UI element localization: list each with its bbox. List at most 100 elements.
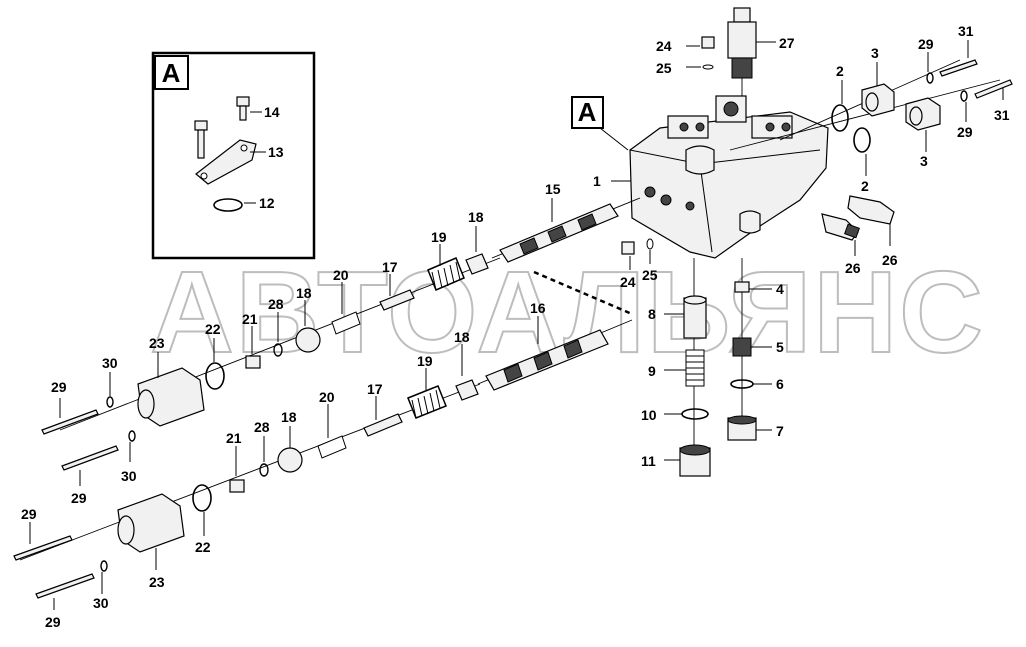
callout-3-upper: 3 <box>871 45 879 61</box>
callout-30-b: 30 <box>121 468 137 484</box>
callout-31-upper: 31 <box>958 23 974 39</box>
o-ring-22-upper: 22 <box>205 321 225 390</box>
callout-21-lower: 21 <box>226 430 242 446</box>
callout-23-upper: 23 <box>149 335 165 351</box>
callout-17-upper: 17 <box>382 259 398 275</box>
callout-27: 27 <box>779 35 795 51</box>
bolt-31-upper: 31 <box>939 23 978 77</box>
callout-30-c: 30 <box>93 595 109 611</box>
callout-11: 11 <box>641 453 656 469</box>
washer-18-lower: 18 <box>454 329 479 401</box>
callout-25-top: 25 <box>656 60 672 76</box>
callout-10: 10 <box>641 407 657 423</box>
callout-5: 5 <box>776 339 784 355</box>
callout-29-d: 29 <box>45 614 61 630</box>
view-marker-letter: A <box>578 97 597 127</box>
sleeve-8: 8 <box>648 295 707 339</box>
spring-20-upper: 20 <box>331 267 361 335</box>
washer-29-upper-right: 29 <box>918 36 934 84</box>
callout-6: 6 <box>776 376 784 392</box>
callout-22-lower: 22 <box>195 539 211 555</box>
callout-30-a: 30 <box>102 355 118 371</box>
callout-2-lower: 2 <box>861 178 869 194</box>
bolt-29-c: 29 <box>13 506 73 561</box>
callout-20-lower: 20 <box>319 389 335 405</box>
o-ring-10: 10 <box>641 407 709 423</box>
washer-29-lower-right: 29 <box>957 90 973 140</box>
bolt-left <box>194 120 208 159</box>
washer-18-lower-left: 18 <box>277 409 303 473</box>
callout-26-left: 26 <box>845 260 861 276</box>
callout-1: 1 <box>593 173 601 189</box>
washer-18-upper-left: 18 <box>295 285 321 353</box>
callout-21-upper: 21 <box>242 311 258 327</box>
callout-25-side: 25 <box>642 267 658 283</box>
plug-24-top: 24 <box>656 36 715 54</box>
callout-4: 4 <box>776 281 784 297</box>
washer-30-c: 30 <box>93 560 109 611</box>
callout-18-lower-left: 18 <box>281 409 297 425</box>
callout-29-lower-right: 29 <box>957 124 973 140</box>
view-marker-a: A <box>571 96 629 151</box>
spring-9: 9 <box>648 349 705 387</box>
plug-4: 4 <box>734 281 784 297</box>
plug-21-lower: 21 <box>226 430 245 493</box>
spring-19-lower: 19 <box>407 353 447 419</box>
callout-9: 9 <box>648 363 656 379</box>
plug-24-side: 24 25 <box>620 238 658 290</box>
end-cap-3-lower: 3 <box>905 97 941 169</box>
callout-22-upper: 22 <box>205 321 221 337</box>
valve-cartridge-27: 27 <box>727 7 795 96</box>
callout-26-right: 26 <box>882 252 898 268</box>
callout-8: 8 <box>648 306 656 322</box>
washer-30-b: 30 <box>121 430 137 484</box>
spring-5: 5 <box>732 337 784 357</box>
washer-25-top: 25 <box>656 60 714 76</box>
o-ring-22-lower: 22 <box>192 484 212 555</box>
callout-29-upper-right: 29 <box>918 36 934 52</box>
callout-24-top: 24 <box>656 38 672 54</box>
o-ring-12 <box>213 198 243 212</box>
o-ring-2-upper: 2 <box>831 63 849 132</box>
callout-18-lower: 18 <box>454 329 470 345</box>
callout-2-upper: 2 <box>836 63 844 79</box>
callout-18-upper: 18 <box>468 209 484 225</box>
o-ring-6: 6 <box>730 376 784 392</box>
plug-11: 11 <box>641 444 711 477</box>
callout-29-b: 29 <box>71 490 87 506</box>
valve-body <box>629 95 829 259</box>
detail-letter: A <box>162 58 181 88</box>
callout-19-lower: 19 <box>417 353 433 369</box>
callout-13: 13 <box>268 144 284 160</box>
washer-18-upper: 18 <box>465 209 489 275</box>
bolt-29-b: 29 <box>61 445 119 506</box>
rod-17-upper: 17 <box>379 259 415 311</box>
bolt-29-a: 29 <box>41 379 99 435</box>
washer-28-lower: 28 <box>254 419 270 477</box>
bolt-29-d: 29 <box>35 573 95 630</box>
callout-29-c: 29 <box>21 506 37 522</box>
rod-17-lower: 17 <box>363 381 403 437</box>
end-cap-23-lower: 23 <box>117 493 185 590</box>
callout-15: 15 <box>545 181 561 197</box>
detail-box-a: A 14 13 12 <box>151 51 316 260</box>
callout-23-lower: 23 <box>149 574 165 590</box>
o-ring-2-lower: 2 <box>853 127 871 194</box>
plug-7: 7 <box>727 415 784 441</box>
callout-18-upper-left: 18 <box>296 285 312 301</box>
callout-3-lower: 3 <box>920 153 928 169</box>
washer-30-a: 30 <box>102 355 118 408</box>
spring-20-lower: 20 <box>317 389 347 459</box>
callout-31-lower: 31 <box>994 107 1010 123</box>
callout-24-side: 24 <box>620 274 636 290</box>
end-cap-3-upper: 3 <box>861 45 895 117</box>
spool-16: 16 <box>485 300 609 391</box>
callout-17-lower: 17 <box>367 381 383 397</box>
callout-28-upper: 28 <box>268 296 284 312</box>
bolt-right <box>236 96 250 121</box>
callout-28-lower: 28 <box>254 419 270 435</box>
plug-21-upper: 21 <box>242 311 261 369</box>
callout-20-upper: 20 <box>333 267 349 283</box>
